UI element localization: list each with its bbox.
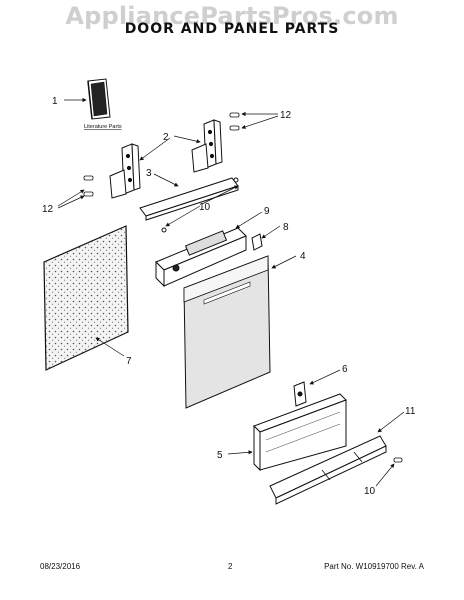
watermark: AppliancePartsPros.com	[65, 2, 399, 30]
inner-door-liner	[43, 225, 129, 371]
literature-parts-label: Literature Parts	[84, 124, 122, 130]
callout-12-left: 12	[42, 204, 54, 215]
left-hinge-bracket	[109, 143, 141, 199]
callout-7: 7	[126, 356, 132, 367]
footer-part-number: Part No. W10919700 Rev. A	[324, 562, 424, 571]
callout-10-bottom: 10	[364, 486, 376, 497]
leader-lines	[57, 97, 405, 487]
footer-date: 08/23/2016	[40, 562, 81, 571]
screws-12	[83, 112, 240, 197]
clip-part	[293, 381, 307, 407]
control-panel-module	[155, 227, 247, 288]
callout-6: 6	[342, 364, 348, 375]
callout-4: 4	[300, 251, 306, 262]
callout-2: 2	[163, 132, 169, 143]
page-title: DOOR AND PANEL PARTS	[124, 21, 340, 37]
literature-parts-booklet	[87, 78, 111, 120]
callout-3: 3	[146, 168, 152, 179]
callout-10-top: 10	[199, 202, 211, 213]
outer-door-panel	[183, 255, 271, 409]
callout-11: 11	[405, 406, 416, 417]
footer-page-number: 2	[228, 562, 233, 571]
lower-kick-rail	[269, 435, 387, 505]
callout-12-top: 12	[280, 110, 292, 121]
right-hinge-bracket	[191, 119, 223, 173]
callout-5: 5	[217, 450, 223, 461]
door-latch	[251, 233, 263, 251]
callout-9: 9	[264, 206, 270, 217]
screw-10-lower	[393, 457, 403, 463]
callout-8: 8	[283, 222, 289, 233]
callout-1: 1	[52, 96, 58, 107]
toe-panel	[253, 393, 347, 472]
door-rail-bracket	[139, 177, 239, 233]
